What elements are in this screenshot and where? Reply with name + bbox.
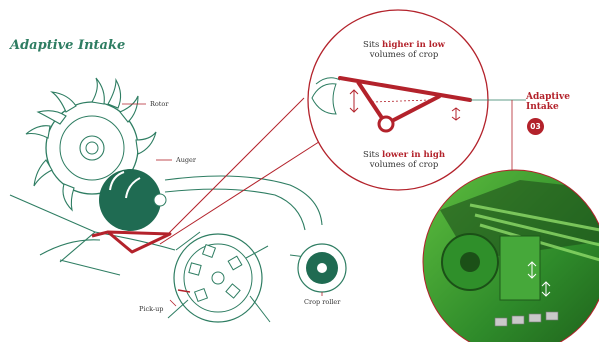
callout-top-prefix: Sits xyxy=(363,40,382,50)
diagram-title: Adaptive Intake xyxy=(10,38,125,53)
callout-bottom-prefix: Sits xyxy=(363,150,382,160)
callout-top-line2: volumes of crop xyxy=(370,50,439,60)
callout-top-highlight: higher in low xyxy=(382,40,445,50)
auger-label: Auger xyxy=(176,156,196,164)
intake-plate xyxy=(92,232,170,252)
crop-roller xyxy=(298,244,346,292)
rotor-label: Rotor xyxy=(150,100,168,108)
callout-bottom: Sits lower in high volumes of crop xyxy=(344,150,464,170)
step-badge: 03 xyxy=(527,118,544,135)
side-title-line1: Adaptive xyxy=(526,92,570,102)
side-title: Adaptive Intake xyxy=(526,92,570,113)
callout-bottom-line2: volumes of crop xyxy=(370,160,439,170)
zoom-connectors xyxy=(160,98,325,244)
callout-bottom-highlight: lower in high xyxy=(382,150,445,160)
crop-roller-label: Crop roller xyxy=(304,298,340,306)
auger xyxy=(99,169,166,231)
callout-top: Sits higher in low volumes of crop xyxy=(344,40,464,60)
side-title-line2: Intake xyxy=(526,102,559,112)
frame-lines xyxy=(10,176,330,275)
pickup-label: Pick-up xyxy=(139,305,163,313)
pickup xyxy=(168,232,270,322)
